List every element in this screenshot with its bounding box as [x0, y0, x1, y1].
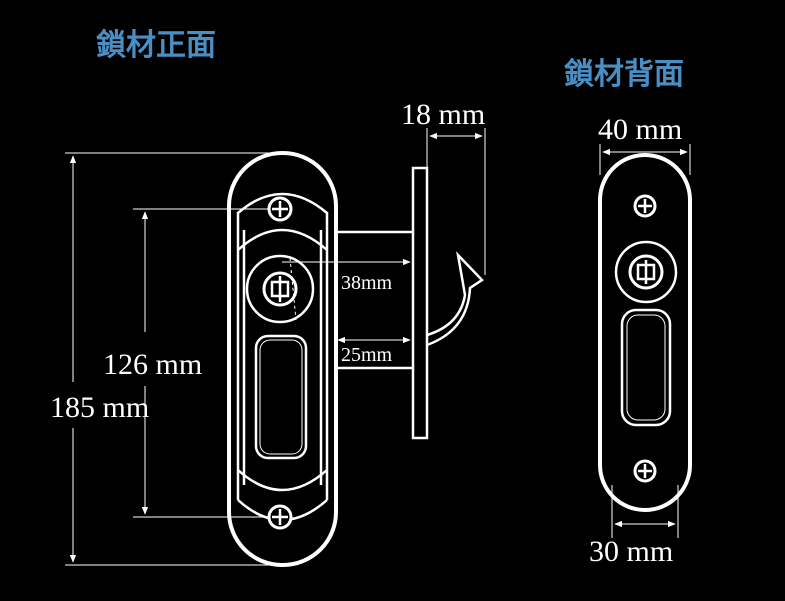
front-plate-inner-frame	[236, 212, 329, 500]
front-view: 鎖材正面	[50, 28, 486, 567]
dimension-30mm: 30 mm	[589, 485, 679, 568]
front-top-screw-icon	[267, 196, 293, 222]
dimension-40mm-label: 40 mm	[598, 113, 682, 146]
back-view: 鎖材背面 40 mm	[564, 57, 692, 568]
back-top-screw-icon	[633, 194, 657, 218]
dimension-185mm-label: 185 mm	[50, 391, 149, 424]
dimension-38mm-label: 38mm	[341, 272, 393, 294]
dimension-30mm-label: 30 mm	[589, 535, 673, 568]
back-view-title: 鎖材背面	[564, 57, 684, 92]
dimension-25mm: 25mm	[337, 336, 411, 366]
dimension-38mm: 38mm	[282, 258, 411, 294]
back-spindle-icon	[614, 240, 678, 304]
dimension-18mm-label: 18 mm	[401, 98, 485, 131]
dimension-18mm: 18 mm	[401, 98, 486, 275]
front-bottom-screw-icon	[267, 504, 293, 530]
dimension-25mm-label: 25mm	[341, 344, 393, 366]
front-spindle-icon	[245, 254, 315, 324]
dimension-40mm: 40 mm	[598, 113, 691, 175]
back-slot	[620, 308, 672, 427]
front-view-title: 鎖材正面	[96, 28, 216, 63]
front-slot	[254, 334, 308, 460]
dimension-126mm: 126 mm	[103, 208, 268, 518]
back-bottom-screw-icon	[633, 459, 657, 483]
dimension-185mm: 185 mm	[50, 152, 283, 566]
dimension-126mm-label: 126 mm	[103, 348, 202, 381]
latch-body	[336, 166, 484, 440]
